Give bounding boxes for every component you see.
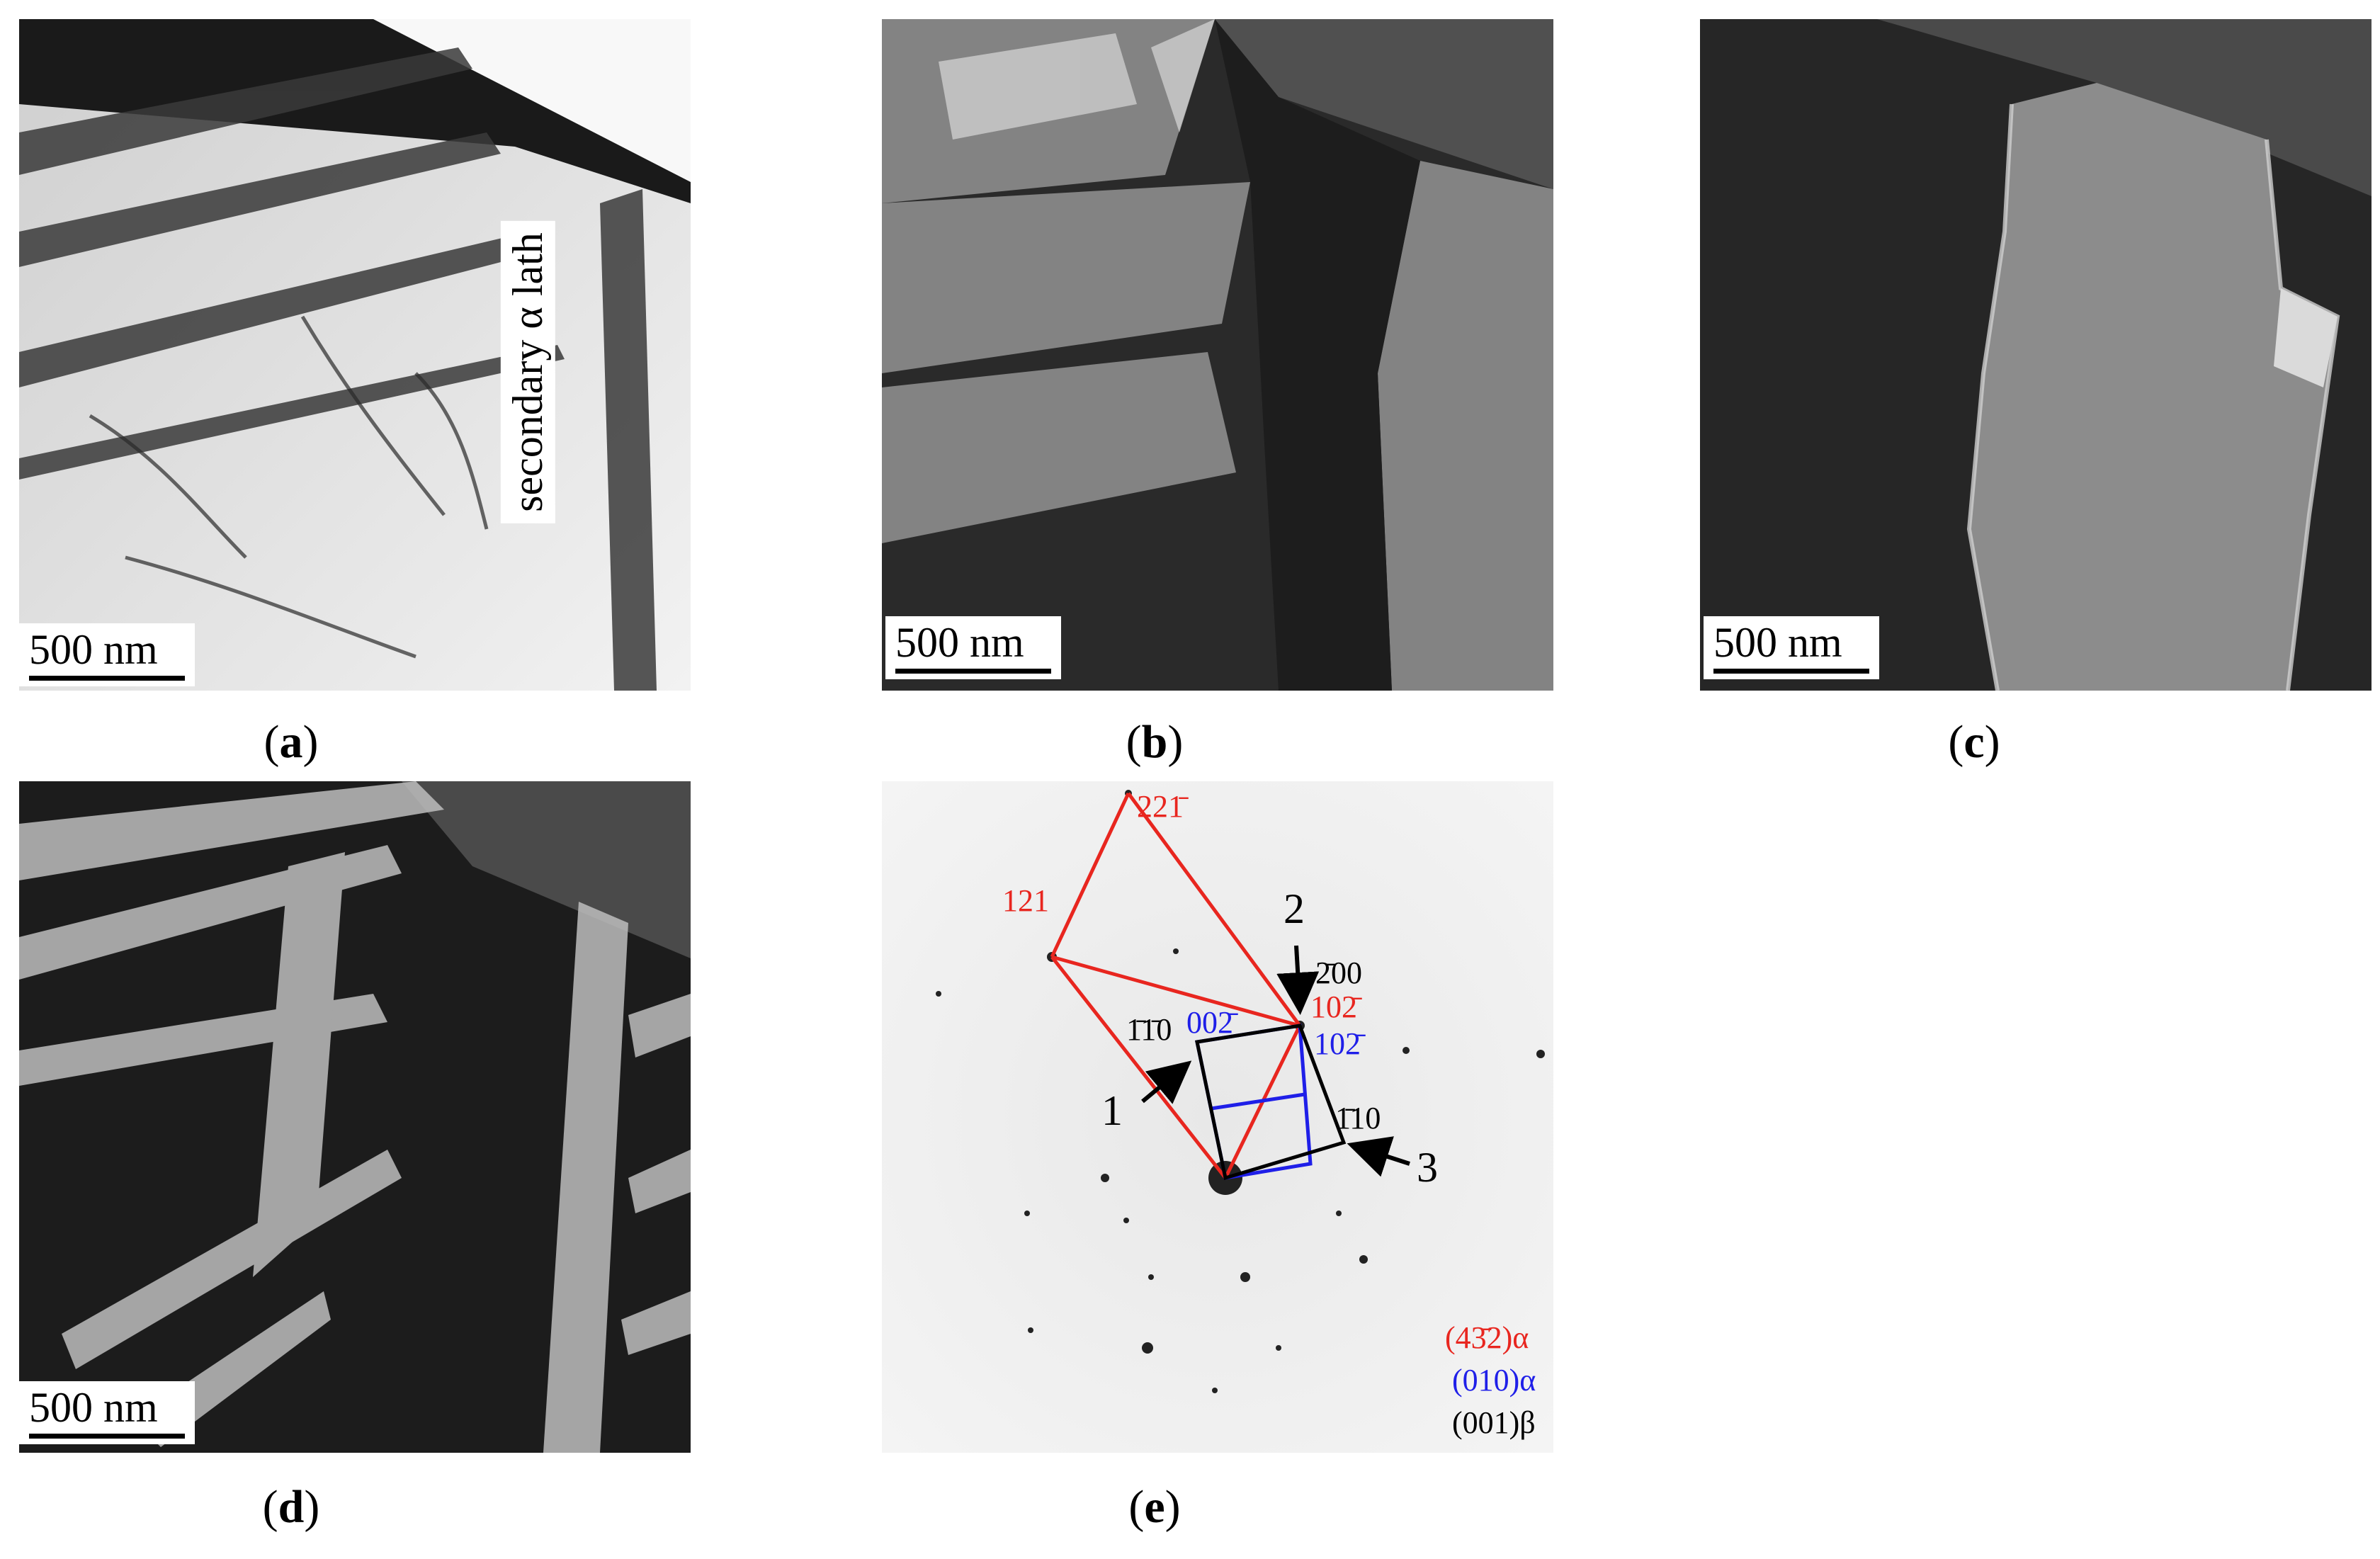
legend-blue: (010)α [1452, 1363, 1536, 1398]
label-002bar: 002̄ [1186, 1005, 1238, 1040]
scale-bar-c: 500 nm [1704, 616, 1879, 679]
scale-bar-c-line [1713, 669, 1869, 674]
scale-bar-a-text: 500 nm [29, 626, 158, 673]
spot [1142, 1342, 1153, 1354]
red-line [1050, 956, 1227, 1179]
scale-bar-a: 500 nm [19, 623, 195, 686]
black-lattice-lines [1195, 1024, 1347, 1181]
arrow-3-line [1347, 1136, 1410, 1177]
spot [1101, 1174, 1109, 1182]
arrow-1-line [1141, 1060, 1192, 1104]
arrow-1-number: 1 [1101, 1087, 1123, 1134]
scale-bar-b-line [895, 669, 1051, 674]
arrow-numbers: 1 2 3 [1101, 885, 1438, 1191]
spot [1359, 1255, 1368, 1264]
secondary-alpha-lath-label: secondary α lath [500, 221, 555, 523]
label-221bar: 221̄ [1137, 789, 1189, 824]
caption-e: (e) [1128, 1481, 1181, 1533]
panel-b-image [882, 19, 1553, 691]
caption-b: (b) [1126, 716, 1184, 768]
spot [1212, 1388, 1218, 1393]
arrow-2-number: 2 [1284, 885, 1305, 932]
legend-black: (001)β [1452, 1405, 1536, 1440]
spot-labels: 221̄ 121 102̄ 102̄ 002̄ 1̄1̄0 2̄00 1̄10 [1002, 789, 1381, 1135]
spot [1123, 1218, 1129, 1223]
saed-legend: (43̄2)α (010)α (001)β [1445, 1320, 1536, 1440]
spot [1336, 1211, 1342, 1216]
label-102bar-blue: 102̄ [1314, 1026, 1366, 1061]
arrows [1141, 945, 1410, 1177]
spot [1024, 1211, 1030, 1216]
scale-bar-b: 500 nm [885, 616, 1061, 679]
blue-line [1211, 1092, 1305, 1111]
caption-c: (c) [1948, 716, 2000, 768]
scale-bar-c-text: 500 nm [1713, 619, 1842, 666]
black-rectangle [1195, 1024, 1347, 1181]
arrow-3-number: 3 [1417, 1144, 1438, 1191]
label-1bar1bar0: 1̄1̄0 [1126, 1012, 1172, 1047]
red-lattice-lines [1050, 792, 1302, 1179]
spot [1173, 948, 1179, 954]
scale-bar-a-line [29, 676, 185, 681]
spot [1276, 1345, 1281, 1351]
red-line [1126, 792, 1302, 1027]
scale-bar-d: 500 nm [19, 1381, 195, 1444]
arrow-2-line [1276, 945, 1320, 1015]
caption-a: (a) [264, 716, 319, 768]
spot [1240, 1272, 1250, 1282]
legend-red: (43̄2)α [1445, 1320, 1529, 1355]
spot [1148, 1274, 1154, 1280]
panel-e-saed: 221̄ 121 102̄ 102̄ 002̄ 1̄1̄0 2̄00 1̄10 … [882, 781, 1553, 1453]
panel-a-image [19, 19, 691, 691]
spot [1536, 1050, 1545, 1058]
scale-bar-d-text: 500 nm [29, 1384, 158, 1431]
caption-d: (d) [262, 1481, 320, 1533]
spot [1028, 1327, 1033, 1333]
red-line [1050, 792, 1130, 958]
spot [936, 991, 941, 997]
red-line [1051, 955, 1300, 1028]
label-1bar10: 1̄10 [1335, 1101, 1381, 1135]
scale-bar-b-text: 500 nm [895, 619, 1024, 666]
label-102bar-red: 102̄ [1310, 990, 1362, 1024]
scale-bar-d-line [29, 1434, 185, 1439]
panel-d-image [19, 781, 691, 1453]
label-2bar00: 2̄00 [1315, 956, 1362, 990]
panel-c-image [1700, 19, 2372, 691]
label-121: 121 [1002, 883, 1049, 918]
spot [1402, 1047, 1410, 1054]
